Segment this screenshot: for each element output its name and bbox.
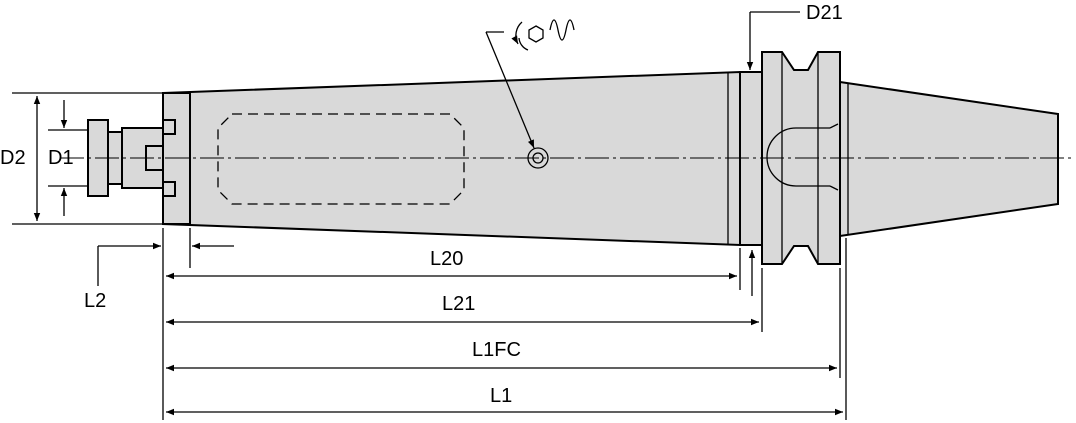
taper-shank	[839, 80, 1059, 238]
drive-slot	[766, 127, 830, 187]
port-leader-arrow	[485, 31, 535, 149]
d1-label: D1	[48, 147, 74, 169]
l2-label: L2	[84, 290, 106, 312]
d2-label: D2	[0, 147, 26, 169]
drive-slot-chamfer-bot	[829, 185, 839, 191]
l21-label: L21	[442, 293, 475, 315]
d21-label: D21	[806, 2, 843, 24]
face-key-bottom	[162, 181, 176, 197]
face-key-top	[162, 119, 176, 135]
coolant-rotation-icon	[511, 19, 575, 51]
drive-slot-chamfer-top	[829, 123, 839, 129]
l20-label: L20	[430, 248, 463, 270]
l1fc-label: L1FC	[472, 339, 521, 361]
l1-label: L1	[490, 385, 512, 407]
flat-outline	[217, 113, 465, 205]
